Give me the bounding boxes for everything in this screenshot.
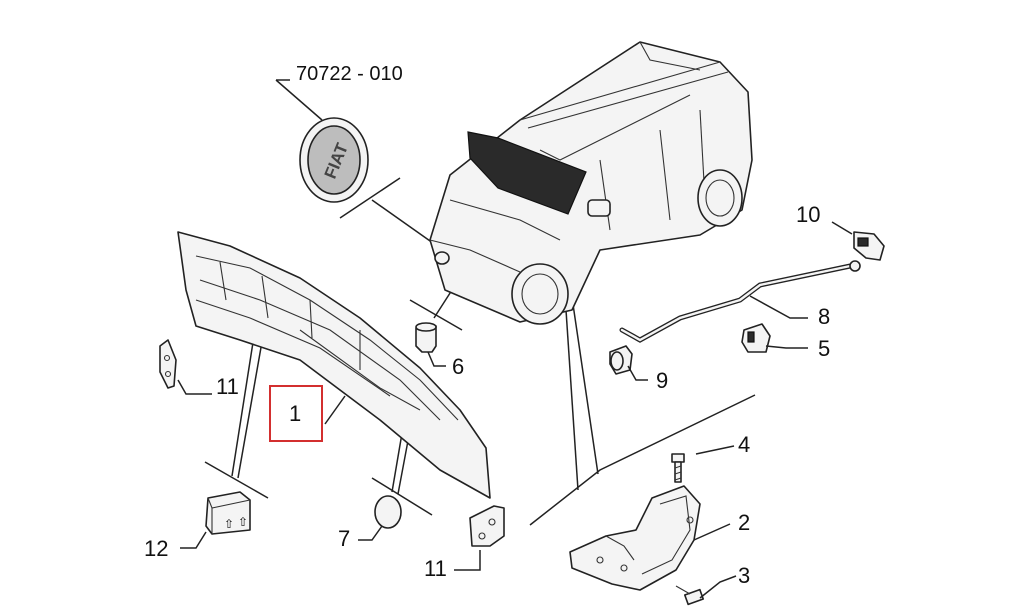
callout-1: 1	[289, 401, 301, 426]
callout-3: 3	[738, 563, 750, 588]
bumper-9	[609, 345, 633, 375]
callout-6: 6	[452, 354, 464, 379]
callout-8: 8	[818, 304, 830, 329]
callout-7: 7	[338, 526, 350, 551]
callout-11-left: 11	[216, 374, 239, 399]
clip-5	[741, 323, 771, 353]
bracket-right	[469, 505, 505, 547]
callout-9: 9	[656, 368, 668, 393]
callout-10: 10	[796, 202, 820, 227]
callout-5: 5	[818, 336, 830, 361]
highlight-box	[269, 385, 323, 442]
callout-12: 12	[144, 536, 168, 561]
svg-text:⇧: ⇧	[224, 517, 234, 531]
svg-text:⇧: ⇧	[238, 515, 248, 529]
hood-panel	[177, 231, 491, 499]
hinge-2	[569, 485, 701, 591]
support-rod-8	[619, 260, 861, 343]
plug-7	[374, 495, 402, 529]
box-12: ⇧ ⇧	[205, 491, 251, 535]
callout-11-right: 11	[424, 556, 447, 581]
part-number-label: 70722 - 010	[296, 63, 403, 85]
bolt-4	[671, 453, 685, 483]
callout-4: 4	[738, 432, 750, 457]
bump-stop-6	[415, 322, 437, 353]
callout-2: 2	[738, 510, 750, 535]
van-illustration	[429, 41, 753, 325]
bolt-3	[675, 585, 705, 606]
emblem: FIAT	[275, 79, 369, 203]
callout-leaders	[177, 221, 853, 599]
bracket-left	[159, 339, 177, 389]
rod-holder-10	[853, 231, 885, 261]
